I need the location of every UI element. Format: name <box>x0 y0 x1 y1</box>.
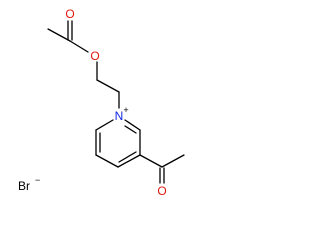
ester-carbonyl-oxygen-label: O <box>65 7 74 21</box>
bond-ring-c4-c5 <box>117 154 141 168</box>
bond-ch2-to-ch2 <box>96 79 120 93</box>
ring-nitrogen-label: N <box>115 109 124 123</box>
bond-ring-to-ketone-carbon <box>139 154 163 168</box>
bond-methyl-to-ester-carbon <box>47 28 71 42</box>
bond-ring-c3-c4 <box>95 154 119 168</box>
ketone-oxygen-label: O <box>157 184 166 198</box>
bond-ketone-to-methyl <box>161 154 185 168</box>
bond-ring-n-c2 <box>95 119 114 131</box>
bromide-charge: − <box>35 175 40 185</box>
ring-nitrogen-charge: + <box>123 105 128 115</box>
bromide-label: Br <box>18 179 30 193</box>
bond-ring-c6-n-inner <box>124 125 137 134</box>
bond-ring-c6-n <box>124 119 141 131</box>
structure-diagram: O O N + O Br − <box>18 7 185 198</box>
ester-oxygen-label: O <box>90 49 99 63</box>
bond-ring-c4-c5-inner <box>118 151 137 163</box>
bond-ester-carbon-to-oxygen <box>69 40 89 53</box>
